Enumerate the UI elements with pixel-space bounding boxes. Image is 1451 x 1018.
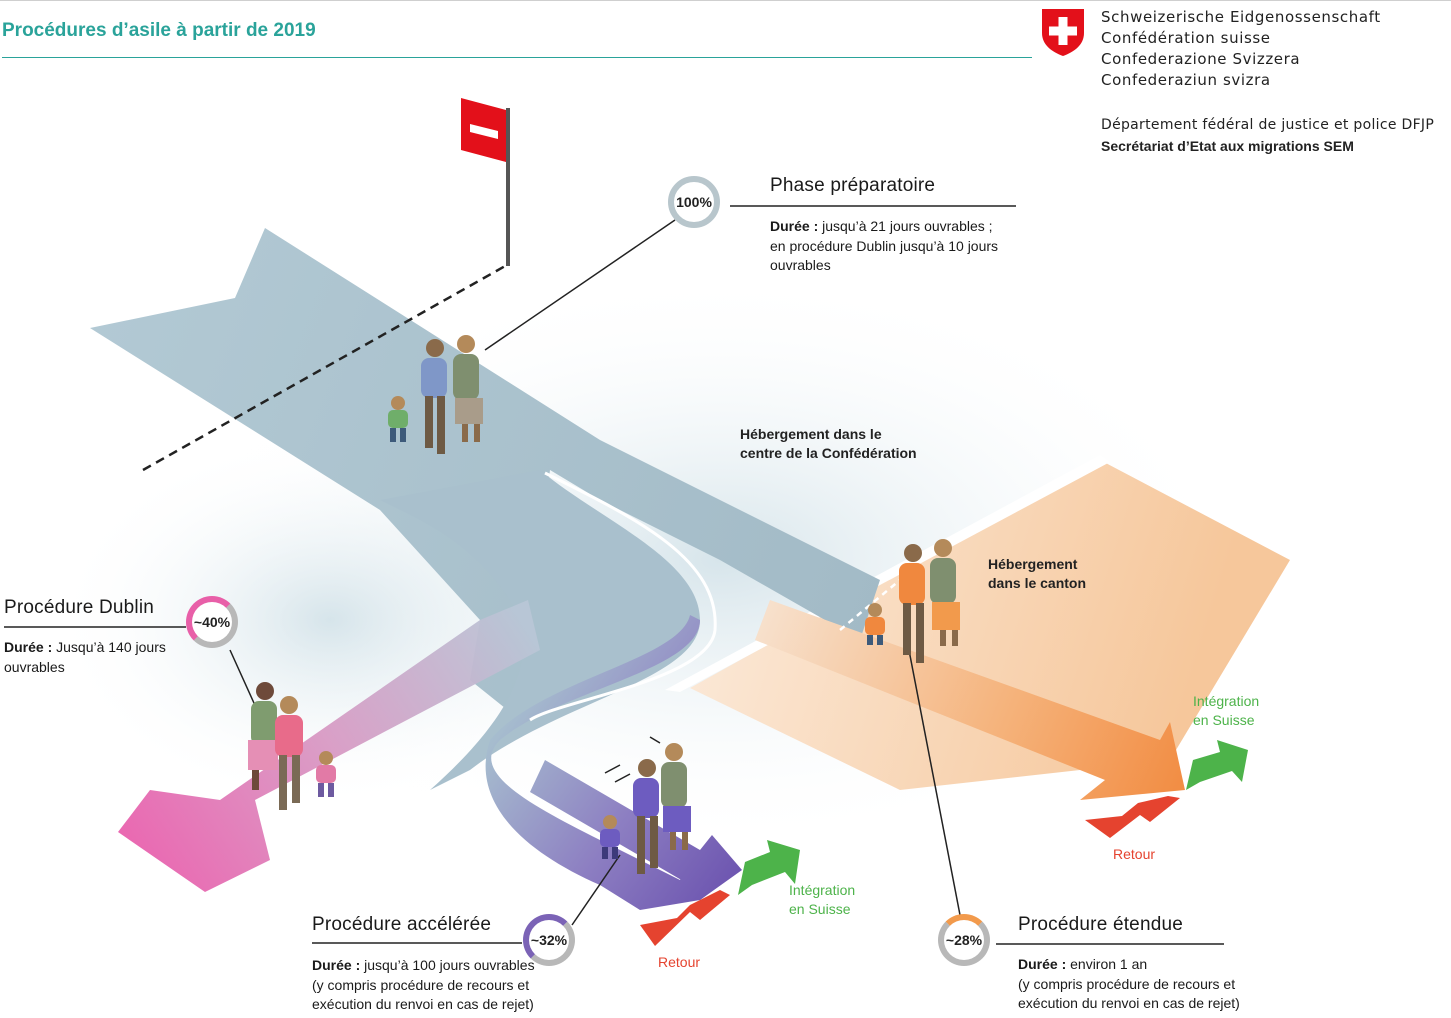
phase-preparatoire-description: Durée : jusqu’à 21 jours ouvrables ; en … xyxy=(770,217,1020,276)
dublin-title: Procédure Dublin xyxy=(4,597,155,618)
etendue-integration-label: Intégration en Suisse xyxy=(1193,692,1259,730)
etendue-description: Durée : environ 1 an (y compris procédur… xyxy=(1018,955,1258,1014)
percent-preparatoire: 100% xyxy=(676,194,712,210)
road-center-line xyxy=(529,471,717,722)
confederation-line-fr: Confédération suisse xyxy=(1101,29,1271,47)
acceleree-integration-arrow xyxy=(738,840,800,895)
percent-ring-preparatoire: 100% xyxy=(668,176,720,228)
phase-preparatoire-duration-label: Durée : xyxy=(770,218,819,234)
acceleree-arrow xyxy=(530,760,742,900)
hebergement-confederation-line2: centre de la Confédération xyxy=(740,445,917,461)
title-divider xyxy=(2,57,1032,58)
dublin-line2: ouvrables xyxy=(4,658,65,675)
department-name: Département fédéral de justice et police… xyxy=(1101,117,1435,133)
etendue-duration-label: Durée : xyxy=(1018,956,1067,972)
page-title: Procédures d’asile à partir de 2019 xyxy=(2,20,316,41)
acceleree-integration-line1: Intégration xyxy=(789,882,856,898)
hebergement-confederation-line1: Hébergement dans le xyxy=(740,426,882,442)
leader-dublin xyxy=(229,649,259,713)
etendue-line3: exécution du renvoi en cas de rejet) xyxy=(1018,995,1240,1011)
etendue-integration-arrow xyxy=(1186,740,1248,790)
acceleree-retour-label: Retour xyxy=(658,954,701,970)
acceleree-line3: exécution du renvoi en cas de rejet) xyxy=(312,996,534,1012)
canton-platform xyxy=(690,460,1290,790)
canton-dashed-line xyxy=(839,579,901,631)
family-phase-preparatoire xyxy=(388,335,483,454)
acceleree-integration-line2: en Suisse xyxy=(789,901,851,917)
percent-etendue: ~28% xyxy=(945,932,983,948)
etendue-integration-line1: Intégration xyxy=(1193,693,1260,709)
confederation-line-it: Confederazione Svizzera xyxy=(1101,50,1301,68)
acceleree-retour-arrow xyxy=(640,890,730,946)
confederation-names: Schweizerische Eidgenossenschaft Confédé… xyxy=(1101,7,1381,91)
etendue-title: Procédure étendue xyxy=(1018,914,1184,935)
acceleree-duration-label: Durée : xyxy=(312,957,361,973)
acceleree-duration: jusqu’à 100 jours ouvrables xyxy=(364,957,535,973)
dublin-description: Durée : Jusqu’à 140 jours ouvrables xyxy=(4,638,184,677)
family-etendue xyxy=(865,539,960,663)
secretariat-name: Secrétariat d’Etat aux migrations SEM xyxy=(1101,138,1354,154)
acceleree-title: Procédure accélérée xyxy=(312,914,492,935)
phase-preparatoire-title: Phase préparatoire xyxy=(770,175,936,196)
percent-ring-dublin: ~40% xyxy=(186,596,238,648)
phase-preparatoire-line3: ouvrables xyxy=(770,257,831,273)
top-border xyxy=(0,0,1451,1)
phase-preparatoire-duration: jusqu’à 21 jours ouvrables ; xyxy=(822,218,993,234)
swiss-coat-of-arms-logo xyxy=(1042,9,1084,56)
department-block: Département fédéral de justice et police… xyxy=(1101,115,1434,158)
acceleree-line2: (y compris procédure de recours et xyxy=(312,976,530,993)
acceleree-road xyxy=(485,615,740,910)
dublin-duration-label: Durée : xyxy=(4,639,53,655)
confederation-line-de: Schweizerische Eidgenossenschaft xyxy=(1101,8,1381,26)
leader-acceleree xyxy=(571,854,621,926)
hebergement-confederation-caption: Hébergement dans le centre de la Confédé… xyxy=(740,425,917,463)
dublin-arrow xyxy=(118,600,540,892)
flag-cross-h xyxy=(470,124,498,139)
percent-ring-acceleree: ~32% xyxy=(523,914,575,966)
flag-cross-v xyxy=(480,231,488,262)
etendue-retour-arrow xyxy=(1085,796,1180,838)
dublin-duration: Jusqu’à 140 jours xyxy=(56,639,166,655)
etendue-line2: (y compris procédure de recours et xyxy=(1018,975,1236,992)
leader-etendue xyxy=(907,644,961,916)
acceleree-integration-label: Intégration en Suisse xyxy=(789,881,855,919)
border-dashed-line xyxy=(142,263,508,472)
confederation-line-rm: Confederaziun svizra xyxy=(1101,71,1271,89)
etendue-retour-label: Retour xyxy=(1113,846,1156,862)
dublin-road xyxy=(380,470,700,790)
acceleree-description: Durée : jusqu’à 100 jours ouvrables (y c… xyxy=(312,956,552,1015)
phase-preparatoire-line2: en procédure Dublin jusqu’à 10 jours xyxy=(770,237,999,254)
etendue-duration: environ 1 an xyxy=(1070,956,1148,972)
family-dublin xyxy=(248,682,336,810)
main-road xyxy=(90,228,880,720)
hebergement-canton-line1: Hébergement xyxy=(988,556,1078,572)
percent-dublin: ~40% xyxy=(193,614,231,630)
hebergement-canton-caption: Hébergement dans le canton xyxy=(988,555,1086,593)
etendue-integration-line2: en Suisse xyxy=(1193,712,1255,728)
percent-acceleree: ~32% xyxy=(530,932,568,948)
family-acceleree xyxy=(600,736,691,874)
etendue-arrow xyxy=(755,600,1185,800)
leader-phase-preparatoire xyxy=(484,219,676,351)
hebergement-canton-line2: dans le canton xyxy=(988,575,1087,591)
percent-ring-etendue: ~28% xyxy=(938,914,990,966)
